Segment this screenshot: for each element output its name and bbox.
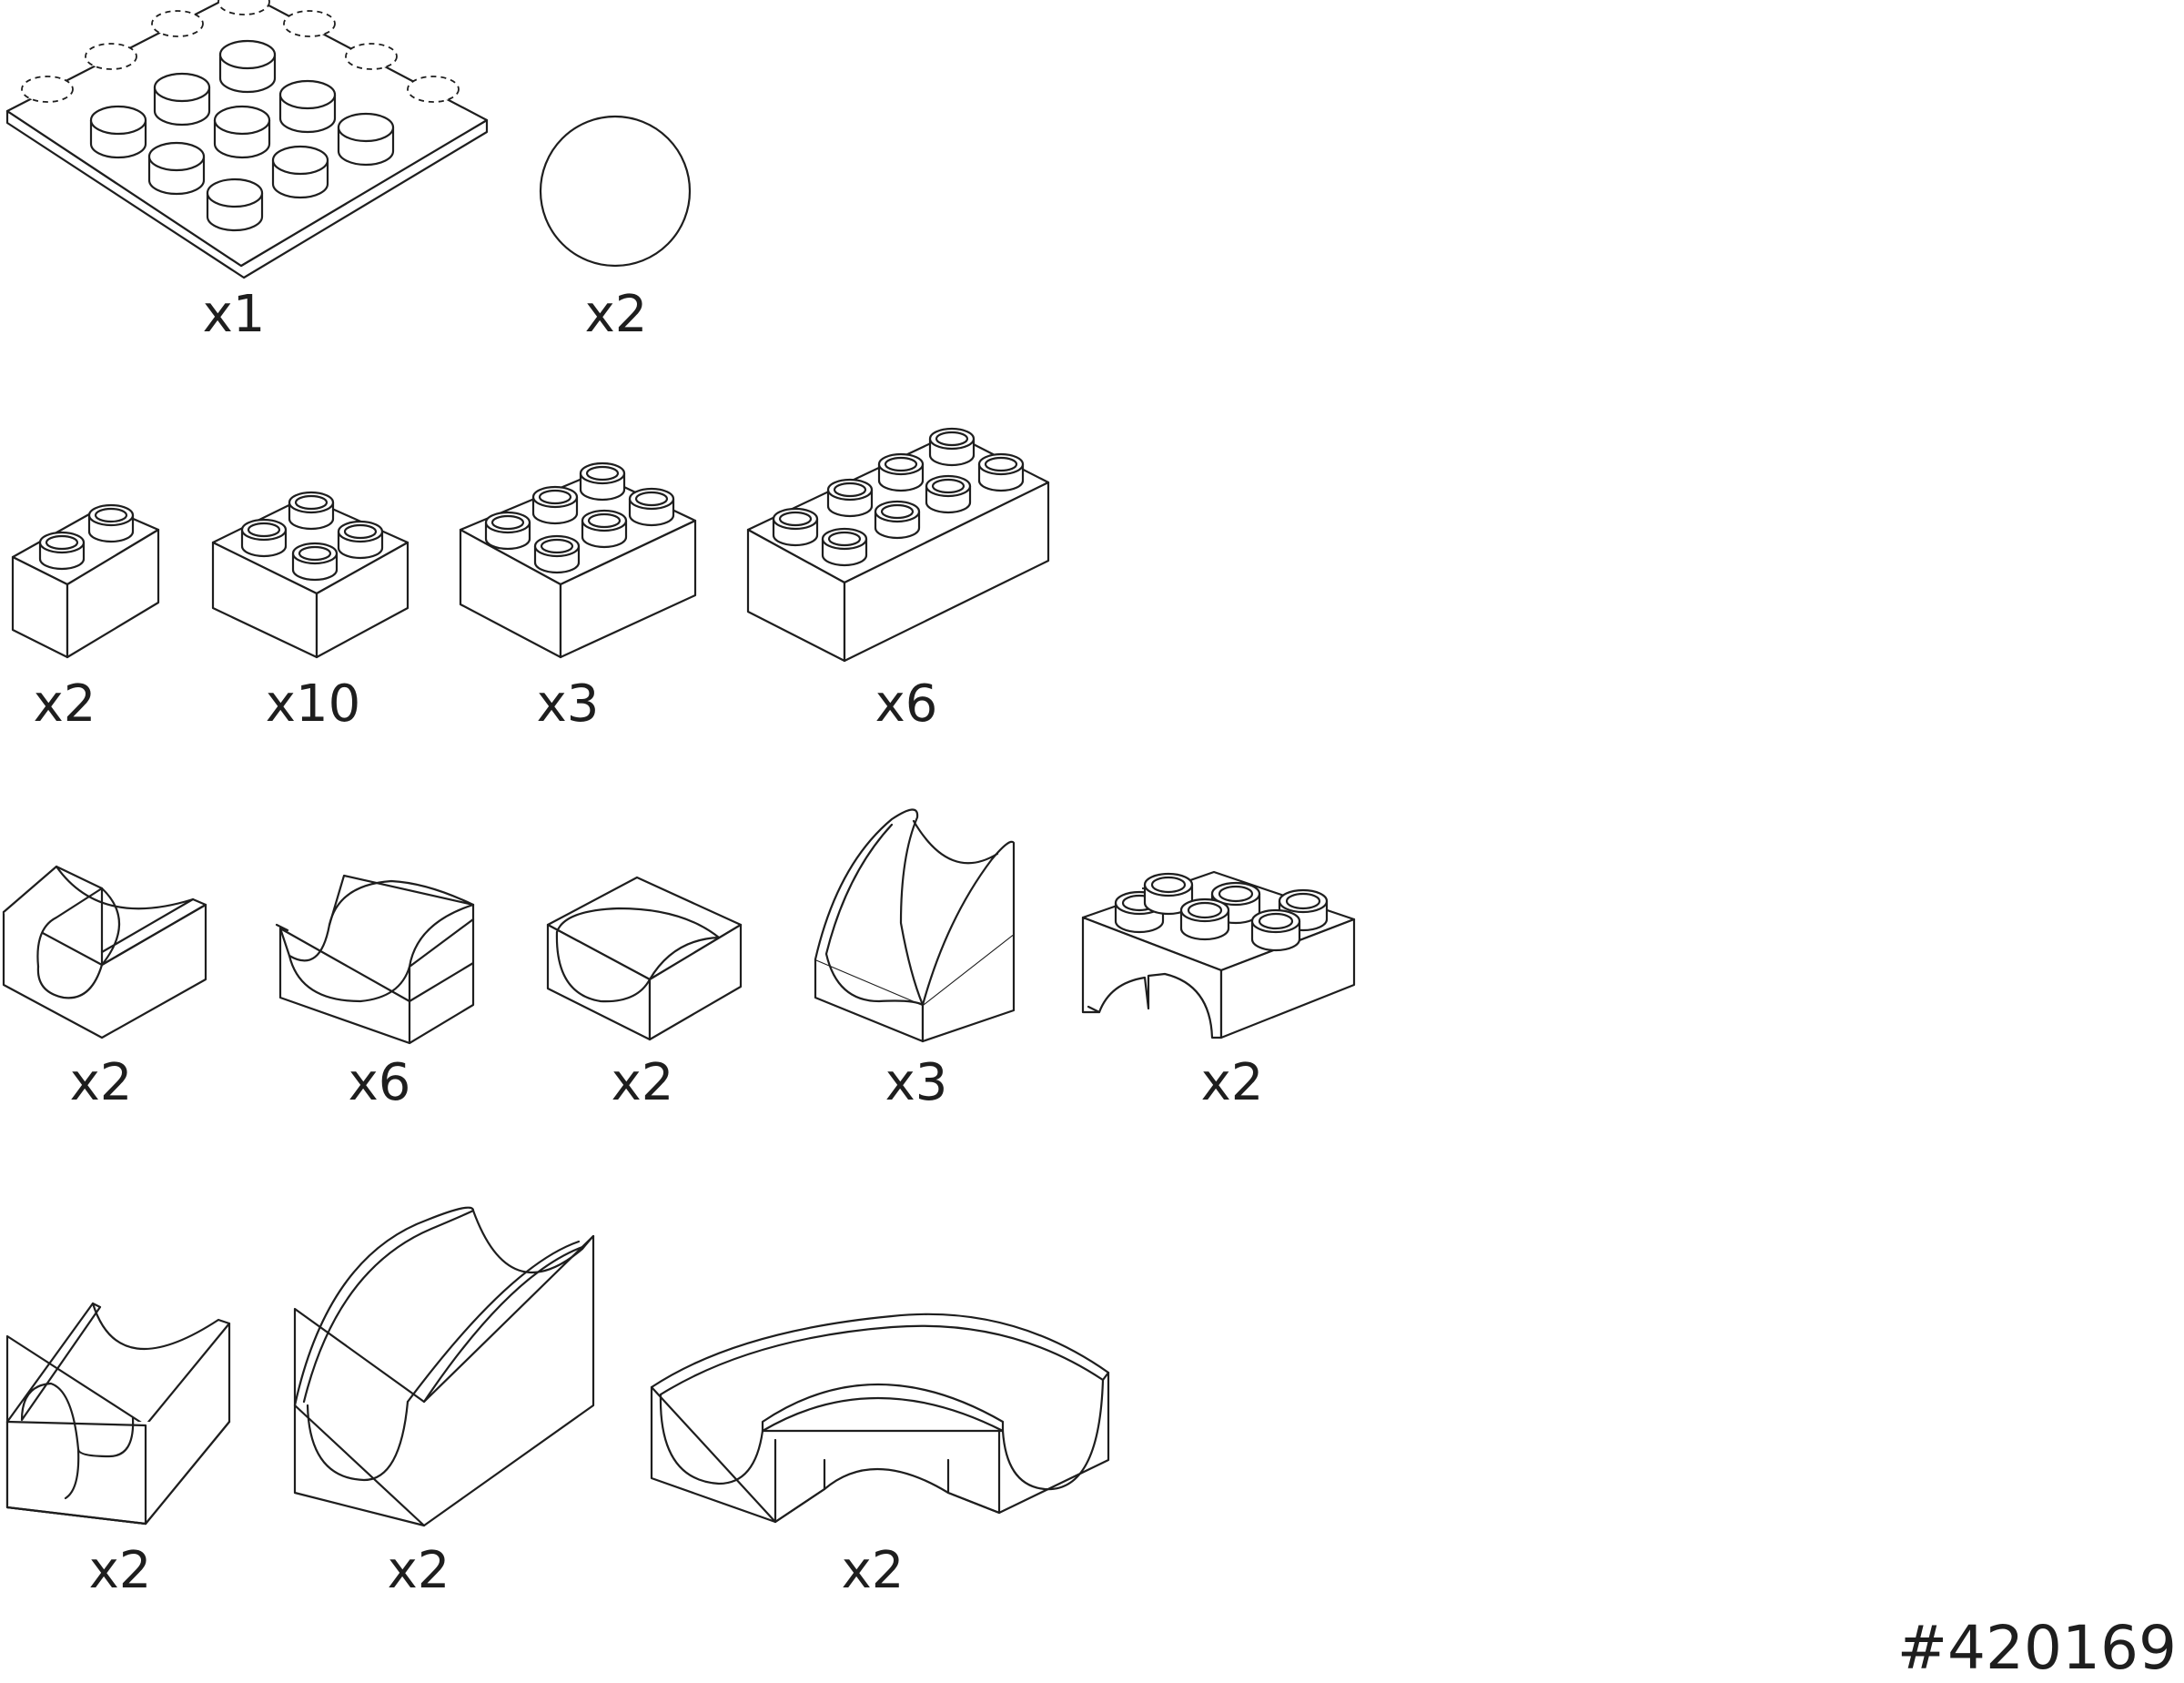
qty-label-brick-1x2: x2 [33, 674, 96, 734]
qty-label-baseplate: x1 [202, 285, 266, 344]
set-number: #420169 [1896, 1613, 2177, 1683]
qty-label-chute-tall: x3 [885, 1053, 948, 1112]
qty-label-ball: x2 [584, 285, 648, 344]
brick-2x4-icon [746, 427, 1050, 663]
baseplate-4x4-icon [5, 0, 489, 279]
brick-2x3-icon [459, 461, 697, 659]
ramp-chute-icon [293, 1206, 595, 1527]
arch-brick-icon [1081, 870, 1356, 1039]
curved-chute-large-icon [650, 1313, 1110, 1524]
brick-1x2-icon [11, 503, 160, 659]
chute-curve-icon [275, 874, 475, 1045]
chute-tall-icon [814, 808, 1016, 1043]
qty-label-chute-straight-short: x2 [69, 1053, 133, 1112]
chute-straight-short-icon [2, 865, 207, 1039]
qty-label-brick-2x3: x3 [536, 674, 600, 734]
qty-label-chute-straight-long: x2 [88, 1541, 152, 1600]
chute-straight-long-icon [5, 1302, 231, 1526]
chute-end-icon [546, 876, 743, 1041]
qty-label-arch-brick: x2 [1200, 1053, 1264, 1112]
qty-label-ramp-chute: x2 [387, 1541, 450, 1600]
ball-icon [539, 115, 692, 268]
qty-label-brick-2x2: x10 [265, 674, 361, 734]
brick-2x2-icon [211, 491, 410, 659]
qty-label-chute-curve: x6 [348, 1053, 411, 1112]
qty-label-curved-chute-large: x2 [841, 1541, 905, 1600]
qty-label-brick-2x4: x6 [875, 674, 938, 734]
qty-label-chute-end: x2 [611, 1053, 674, 1112]
